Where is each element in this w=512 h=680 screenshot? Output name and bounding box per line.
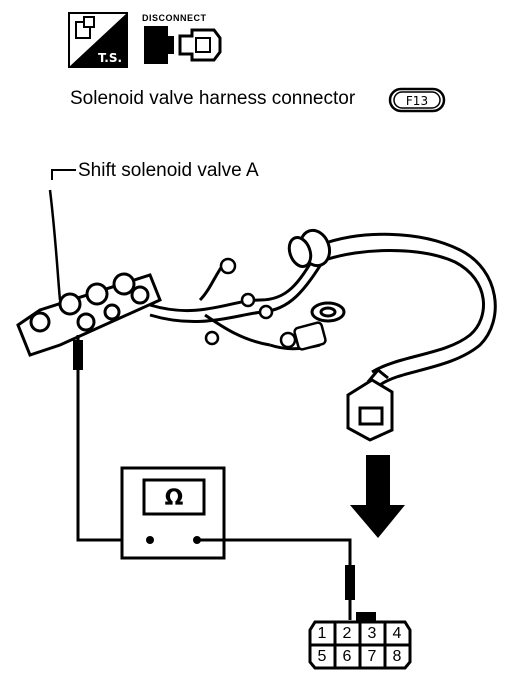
probe-left bbox=[73, 340, 83, 370]
ohm-symbol: Ω bbox=[165, 486, 184, 511]
solenoid-valve-assembly bbox=[16, 189, 162, 357]
connector-pin-3: 3 bbox=[367, 625, 377, 642]
connector-id-badge: F13 bbox=[388, 87, 446, 113]
ts-badge-text: T.S. bbox=[98, 51, 122, 65]
callout-label: Shift solenoid valve A bbox=[78, 160, 259, 181]
connector-pin-6: 6 bbox=[342, 648, 352, 665]
disconnect-icon bbox=[144, 26, 222, 64]
harness-connector-plug bbox=[346, 367, 394, 442]
connector-pin-1: 1 bbox=[317, 625, 327, 642]
connector-pin-4: 4 bbox=[392, 625, 402, 642]
diagram-title: Solenoid valve harness connector bbox=[70, 88, 356, 109]
connector-id-text: F13 bbox=[406, 94, 428, 108]
harness-grommet bbox=[287, 228, 346, 323]
callout-leader bbox=[51, 169, 76, 180]
connector-pin-2: 2 bbox=[342, 625, 352, 642]
harness-clips bbox=[204, 257, 327, 351]
ohmmeter bbox=[120, 466, 226, 560]
connector-pin-7: 7 bbox=[367, 648, 377, 665]
probe-right bbox=[345, 565, 355, 600]
connector-latch bbox=[356, 612, 376, 622]
connector-face bbox=[308, 620, 412, 670]
down-arrow-icon bbox=[350, 455, 405, 538]
disconnect-label: DISCONNECT bbox=[142, 13, 207, 23]
trouble-shooting-icon: T.S. bbox=[68, 12, 128, 68]
connector-pin-8: 8 bbox=[392, 648, 402, 665]
connector-pin-5: 5 bbox=[317, 648, 327, 665]
